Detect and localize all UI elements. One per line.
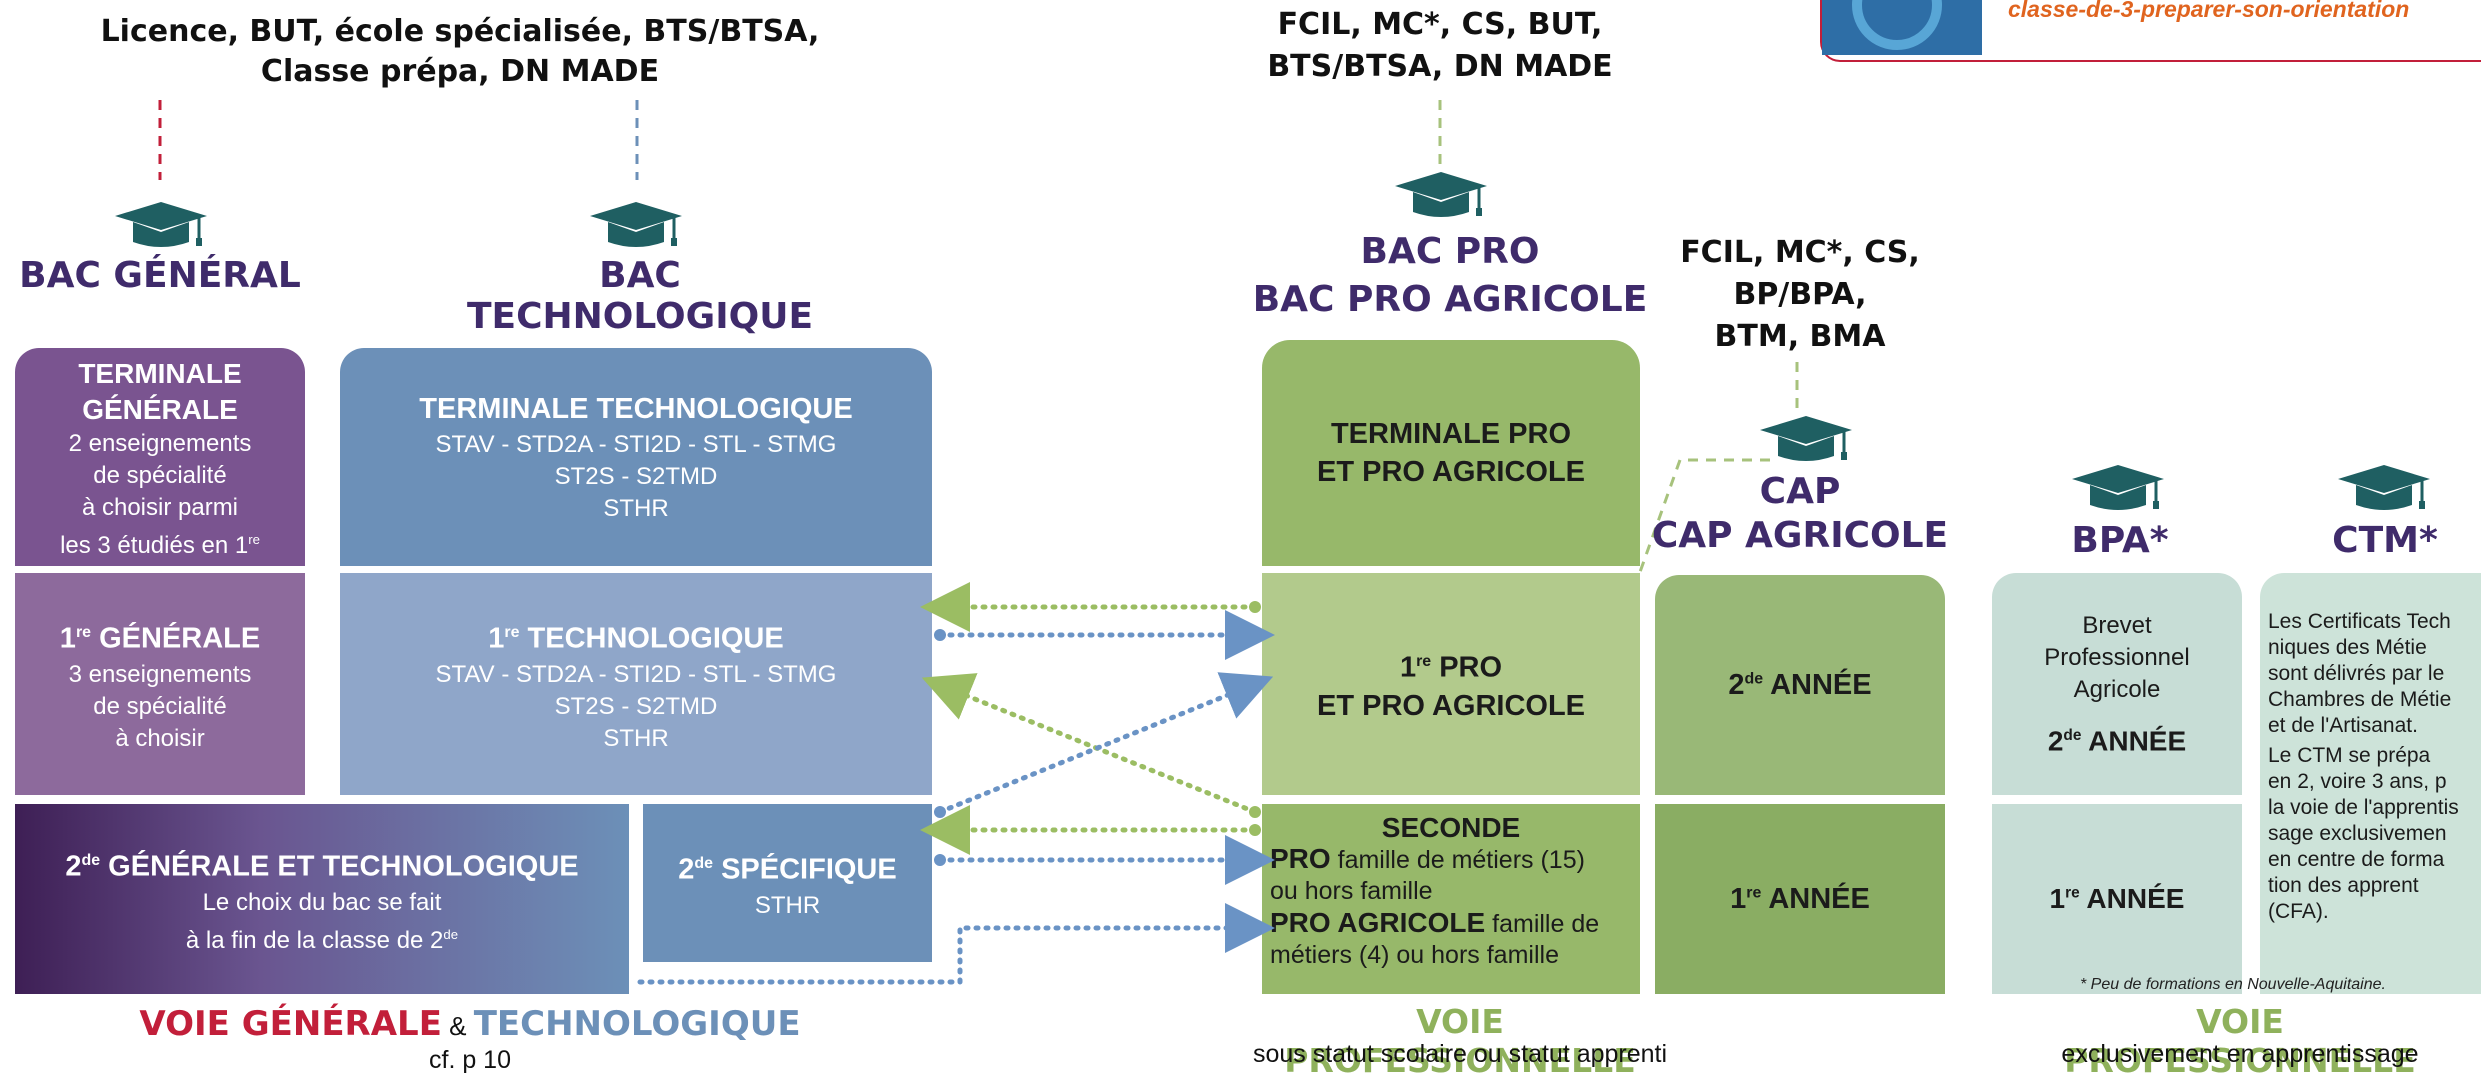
voie-pro-apprentissage-sub: exclusivement en apprentissage — [2061, 1040, 2419, 1068]
bpa-year1-box: 1re ANNÉE — [1992, 804, 2242, 994]
cap-year1-box: 1re ANNÉE — [1655, 804, 1945, 994]
voie-generale-ref: cf. p 10 — [429, 1046, 511, 1074]
bac-general-title: BAC GÉNÉRAL — [19, 255, 301, 296]
graduation-cap-icon — [1395, 172, 1487, 217]
terminale-techno-box: TERMINALE TECHNOLOGIQUE STAV - STD2A - S… — [340, 348, 932, 566]
graduation-cap-icon — [1760, 416, 1852, 461]
graduation-cap-icon — [590, 202, 682, 247]
ctm-box: Les Certificats Tech niques des Métie so… — [2260, 573, 2481, 994]
terminale-generale-box: TERMINALE GÉNÉRALE 2 enseignements de sp… — [15, 348, 305, 566]
bac-pro-title: BAC PRO BAC PRO AGRICOLE — [1252, 231, 1648, 320]
seconde-gt-box: 2de GÉNÉRALE ET TECHNOLOGIQUE Le choix d… — [15, 804, 629, 994]
cap-year2-box: 2de ANNÉE — [1655, 575, 1945, 795]
banner-link[interactable]: classe-de-3-preparer-son-orientation — [2008, 0, 2410, 22]
bac-techno-title: BAC TECHNOLOGIQUE — [466, 255, 814, 337]
seconde-pro-box: SECONDE PRO famille de métiers (15) ou h… — [1262, 804, 1640, 994]
premiere-generale-box: 1re GÉNÉRALE 3 enseignements de spéciali… — [15, 573, 305, 795]
voie-pro-label: VOIE PROFESSIONNELLE — [1284, 1002, 1636, 1080]
voie-pro-apprentissage-label: VOIE PROFESSIONNELLE — [2064, 1002, 2416, 1080]
graduation-cap-icon — [2072, 465, 2164, 510]
ctm-title: CTM* — [2332, 520, 2438, 561]
cap-title: CAP CAP AGRICOLE — [1651, 471, 1949, 556]
banner — [1820, 0, 2481, 62]
footnote: * Peu de formations en Nouvelle-Aquitain… — [2080, 976, 2386, 993]
bpa-title: BPA* — [2071, 520, 2169, 561]
graduation-cap-icon — [115, 202, 207, 247]
premiere-pro-box: 1re PRO ET PRO AGRICOLE — [1262, 573, 1640, 795]
graduation-cap-icon — [2338, 465, 2430, 510]
general-destinations: Licence, BUT, école spécialisée, BTS/BTS… — [100, 14, 820, 89]
terminale-pro-box: TERMINALE PRO ET PRO AGRICOLE — [1262, 340, 1640, 566]
seconde-specifique-box: 2de SPÉCIFIQUE STHR — [643, 804, 932, 962]
voie-pro-sub: sous statut scolaire ou statut apprenti — [1252, 1040, 1668, 1068]
cap-destinations: FCIL, MC*, CS, BP/BPA, BTM, BMA — [1680, 235, 1920, 354]
banner-image — [1822, 0, 1982, 55]
premiere-techno-box: 1re TECHNOLOGIQUE STAV - STD2A - STI2D -… — [340, 573, 932, 795]
pro-destinations: FCIL, MC*, CS, BUT, BTS/BTSA, DN MADE — [1267, 7, 1613, 84]
bpa-year2-box: Brevet Professionnel Agricole 2de ANNÉE — [1992, 573, 2242, 795]
voie-generale-techno-label: VOIE GÉNÉRALE & TECHNOLOGIQUE — [139, 1004, 801, 1044]
